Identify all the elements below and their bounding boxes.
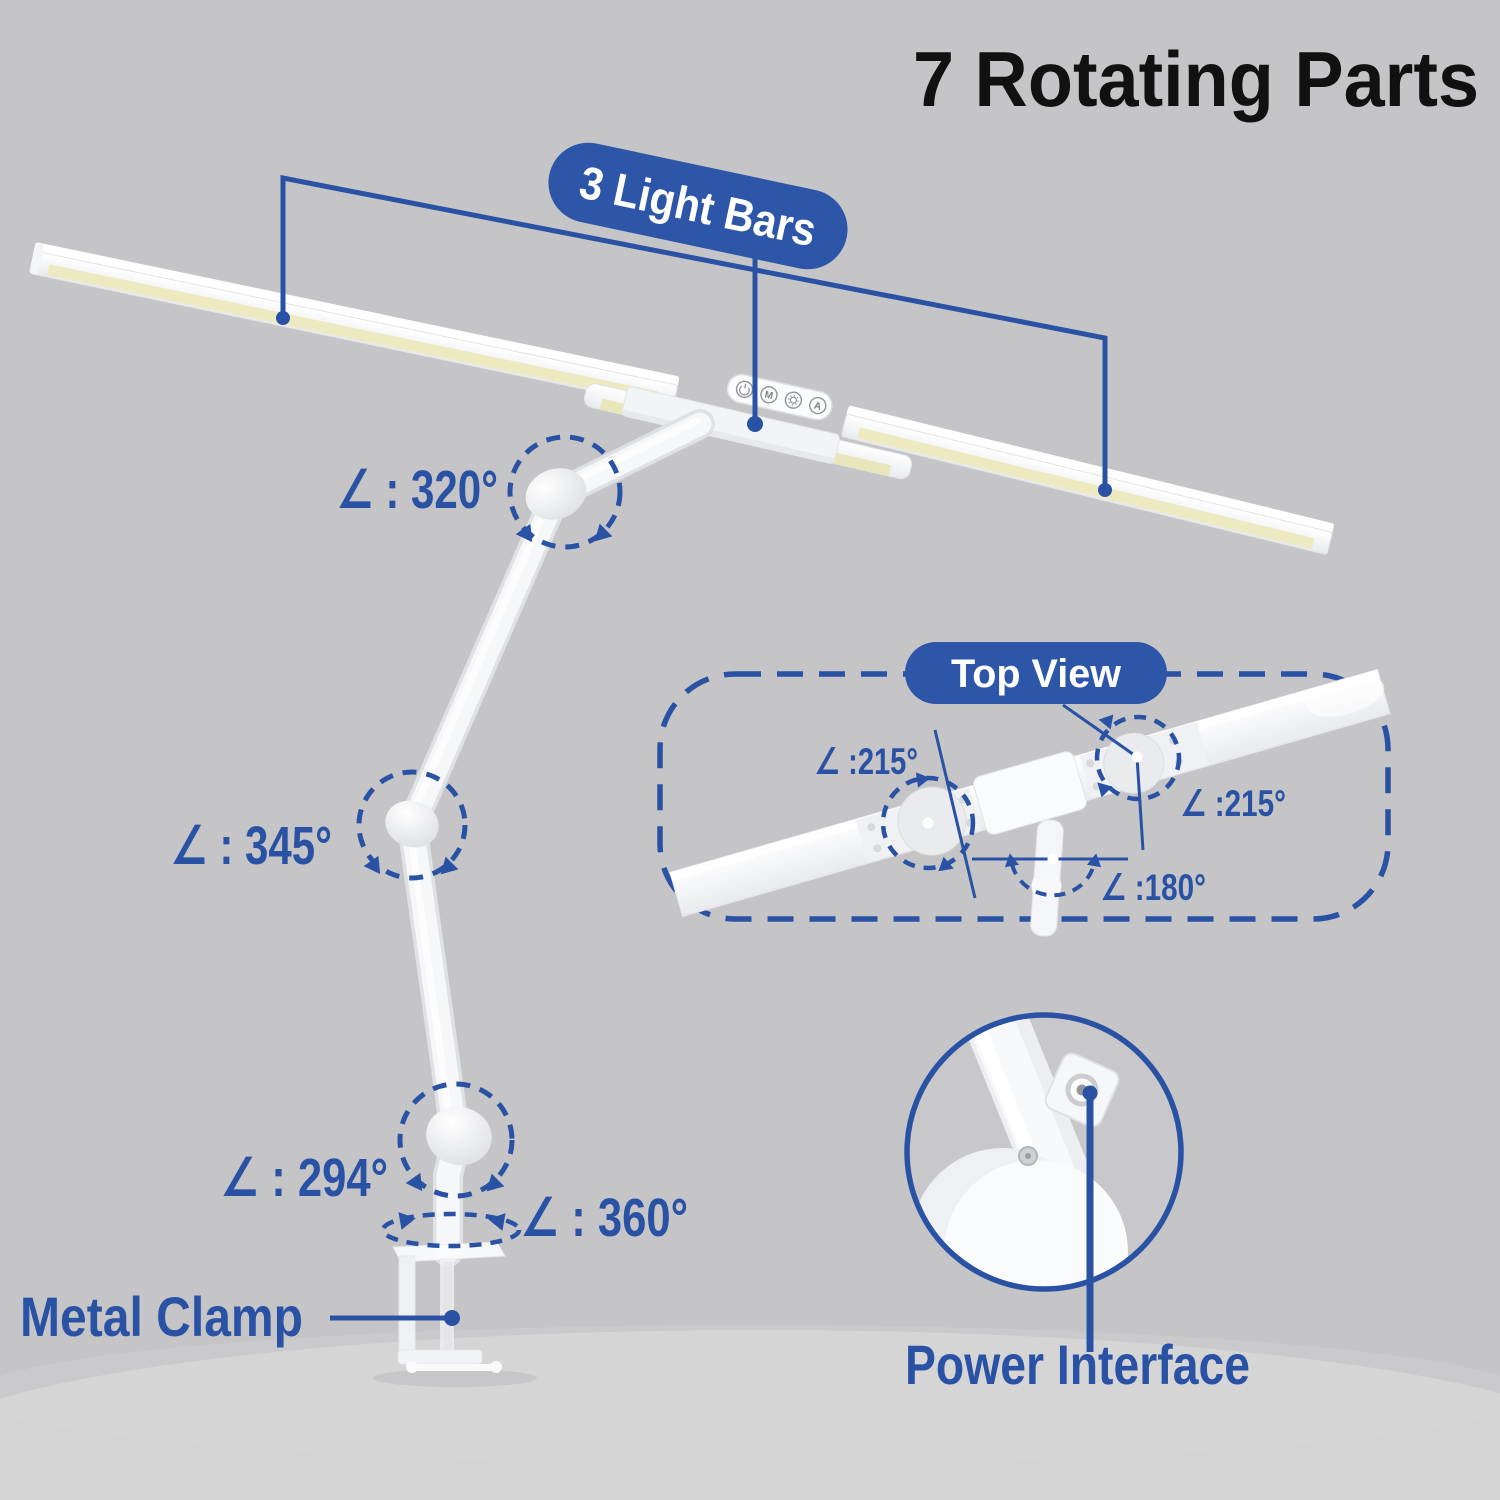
- power-interface-label: Power Interface: [905, 1333, 1250, 1396]
- middle-joint: [385, 800, 439, 848]
- top-view-angle-right: ∠ :215°: [1180, 783, 1286, 824]
- light-bars-leader: [276, 174, 1112, 497]
- auto-button-label: A: [813, 401, 822, 413]
- right-light-bar: [841, 405, 1334, 555]
- left-light-strip: [47, 264, 659, 403]
- leader-dot-right-bar: [1098, 483, 1112, 497]
- top-view-callout: Top View: [905, 642, 1167, 704]
- top-view-label: Top View: [951, 652, 1122, 696]
- left-light-bar: [29, 242, 680, 408]
- power-interface-inset: Power Interface: [904, 1012, 1250, 1396]
- lamp: M A: [29, 242, 1334, 1387]
- angle-label-middle: ∠ : 345°: [170, 816, 332, 876]
- power-icon: [738, 383, 750, 396]
- lower-joint: [426, 1106, 492, 1166]
- power-leader-dot: [1082, 1085, 1098, 1101]
- mode-button-label: M: [763, 390, 774, 403]
- metal-clamp-callout: Metal Clamp: [20, 1285, 460, 1348]
- top-view-center-dot: [1047, 853, 1059, 865]
- power-button: [735, 380, 754, 399]
- clamp-leader-dot: [444, 1310, 460, 1326]
- page-title: 7 Rotating Parts: [913, 35, 1479, 123]
- rotation-annotations: ∠ : 320° ∠ : 345° ∠ : 294° ∠ : 360°: [170, 434, 688, 1249]
- mode-button: M: [760, 386, 778, 404]
- top-view-angle-center: ∠ :180°: [1100, 867, 1206, 908]
- angle-label-lower: ∠ : 294°: [220, 1148, 388, 1208]
- lamp-arm: [385, 409, 715, 1267]
- angle-label-base: ∠ : 360°: [520, 1188, 688, 1248]
- power-inset-ring: [904, 1012, 1184, 1292]
- right-light-strip: [857, 427, 1315, 550]
- angle-label-upper: ∠ : 320°: [336, 460, 498, 520]
- top-view-inset: ∠ :215° ∠ :215° ∠ :180° Top View: [657, 642, 1391, 937]
- clamp-screw-handle: [406, 1361, 502, 1373]
- leader-dot-left-bar: [276, 311, 290, 325]
- top-view-right-joint-dot: [1131, 751, 1143, 763]
- top-view-bar: [669, 668, 1391, 918]
- brightness-button: [784, 391, 803, 409]
- top-view-left-joint-dot: [922, 817, 934, 829]
- metal-clamp-label: Metal Clamp: [20, 1285, 303, 1348]
- sun-icon: [787, 394, 799, 406]
- top-view-angle-left: ∠ :215°: [814, 741, 918, 782]
- upper-joint: [525, 468, 587, 520]
- leader-dot-middle-bar: [747, 416, 763, 432]
- auto-button: A: [809, 396, 827, 415]
